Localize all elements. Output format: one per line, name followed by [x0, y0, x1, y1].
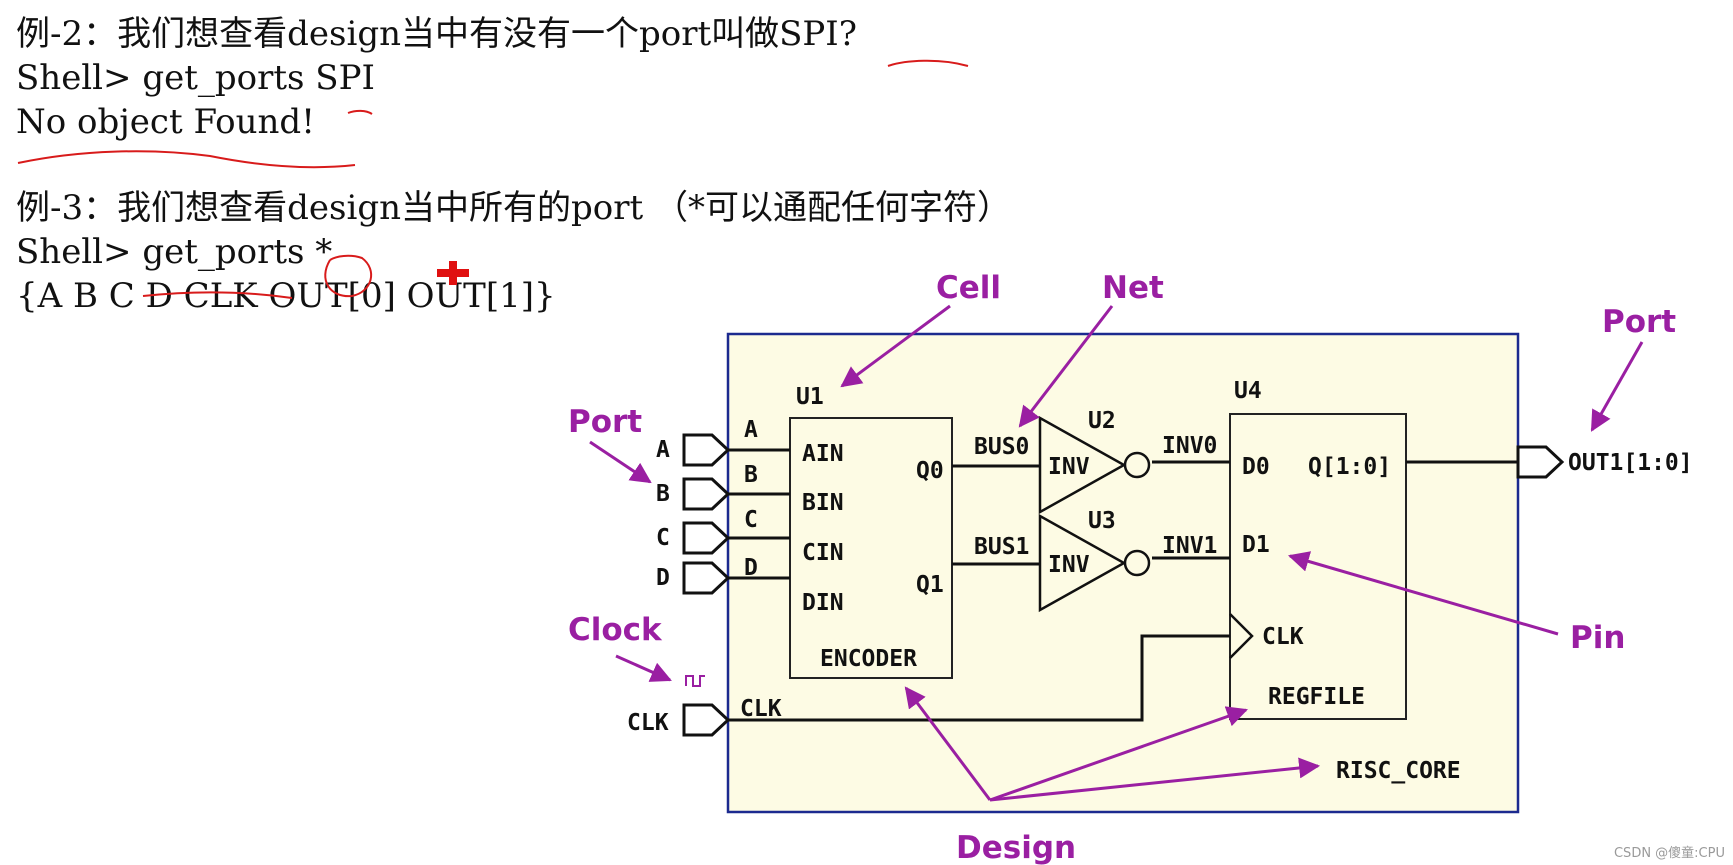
wire-clk-label: CLK: [740, 696, 782, 722]
example3-question: 例-3：我们想查看design当中所有的port （*可以通配任何字符）: [16, 188, 1011, 228]
underline-no-object: [17, 150, 356, 169]
port-d-symbol: [682, 561, 731, 595]
port-c-label: C: [656, 525, 670, 551]
wire-a-label: A: [744, 417, 758, 443]
input-ports: [682, 433, 1565, 737]
net-inv1-label: INV1: [1162, 533, 1217, 559]
example2-result: No object Found!: [16, 102, 315, 142]
u4-pin-clk: CLK: [1262, 624, 1304, 650]
clock-waveform-icon: [685, 675, 705, 687]
u1-name: U1: [796, 384, 824, 410]
u1-pin-q1: Q1: [916, 572, 944, 598]
callout-cell: Cell: [936, 270, 1001, 306]
circle-asterisk: [324, 254, 373, 298]
u4-name: U4: [1234, 378, 1262, 404]
example2-question: 例-2：我们想查看design当中有没有一个port叫做SPI?: [16, 14, 857, 54]
u1-pin-q0: Q0: [916, 458, 944, 484]
arrow-port-top: [1590, 341, 1644, 432]
wire-c-label: C: [744, 507, 758, 533]
callout-clock: Clock: [568, 612, 663, 648]
arrow-pin: [1287, 551, 1559, 636]
u1-pin-din: DIN: [802, 590, 844, 616]
arrow-design-regfile: [989, 706, 1248, 802]
handwritten-annotations: [17, 59, 969, 299]
u1-type: ENCODER: [820, 646, 917, 672]
callout-arrows: [589, 304, 1644, 802]
u3-type: INV: [1048, 552, 1090, 578]
u1-pin-ain: AIN: [802, 441, 844, 467]
u4-clock-triangle: [1229, 613, 1254, 659]
net-bus0-label: BUS0: [974, 434, 1029, 460]
cursor-dot: [437, 261, 469, 285]
port-clk-symbol: [682, 703, 731, 737]
u3-inverter-symbol: [1038, 513, 1127, 613]
example3-command: Shell> get_ports *: [16, 232, 333, 272]
inverters: [1038, 415, 1151, 613]
port-out-symbol: [1516, 445, 1565, 479]
arrow-design-encoder: [904, 686, 992, 801]
u4-pin-d0: D0: [1242, 454, 1270, 480]
u2-name: U2: [1088, 408, 1116, 434]
watermark: CSDN @傻童:CPU: [1613, 846, 1725, 861]
net-inv0-label: INV0: [1162, 433, 1217, 459]
u3-name: U3: [1088, 508, 1116, 534]
u4-pin-q: Q[1:0]: [1308, 454, 1391, 480]
net-bus1-label: BUS1: [974, 534, 1029, 560]
underline-get-ports: [142, 291, 293, 299]
u1-pin-cin: CIN: [802, 540, 844, 566]
port-a-symbol: [682, 433, 731, 467]
u1-encoder-box: [789, 417, 953, 679]
mark-spi: [347, 109, 373, 115]
port-d-label: D: [656, 565, 670, 591]
wire-b-label: B: [744, 462, 758, 488]
arrow-cell: [840, 304, 951, 388]
example2-command: Shell> get_ports SPI: [16, 58, 375, 98]
u4-pin-d1: D1: [1242, 532, 1270, 558]
callout-design: Design: [956, 830, 1076, 865]
underline-spi: [887, 59, 969, 67]
callout-net: Net: [1102, 270, 1164, 306]
arrow-net: [1018, 305, 1114, 428]
port-c-symbol: [682, 521, 731, 555]
arrow-design-core: [989, 757, 1321, 802]
callout-port-left: Port: [568, 404, 642, 440]
port-b-symbol: [682, 477, 731, 511]
u4-type: REGFILE: [1268, 684, 1365, 710]
wire-d-label: D: [744, 555, 758, 581]
out-port-label: OUT1[1:0]: [1568, 450, 1693, 476]
risc-core-label: RISC_CORE: [1336, 758, 1461, 784]
example3-result: {A B C D CLK OUT[0] OUT[1]}: [16, 276, 556, 316]
arrow-clock: [615, 654, 672, 682]
u2-bubble: [1123, 451, 1151, 479]
callout-port-top: Port: [1602, 304, 1676, 340]
port-b-label: B: [656, 481, 670, 507]
port-clk-label: CLK: [627, 710, 669, 736]
u2-type: INV: [1048, 454, 1090, 480]
arrow-port-left: [589, 440, 652, 484]
callout-pin: Pin: [1570, 620, 1625, 656]
u2-inverter-symbol: [1038, 415, 1127, 515]
u1-pin-bin: BIN: [802, 490, 844, 516]
u4-regfile-box: [1229, 413, 1407, 720]
u3-bubble: [1123, 549, 1151, 577]
port-a-label: A: [656, 437, 670, 463]
